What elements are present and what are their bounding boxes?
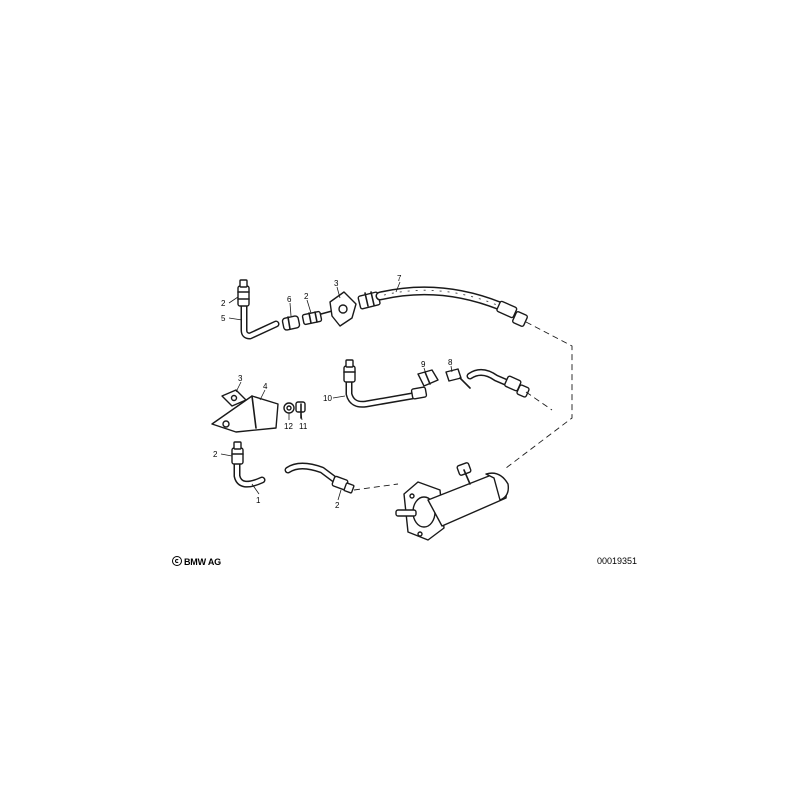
assembly-lines (353, 321, 573, 491)
callout-1: 1 (256, 496, 261, 505)
pipe-10[interactable] (343, 359, 428, 408)
bracket-3-top[interactable] (329, 291, 357, 327)
slave-cylinder[interactable] (395, 462, 510, 541)
copyright-text: BMW AG (184, 557, 221, 567)
pipe-section-right[interactable] (466, 369, 530, 398)
copyright-notice: BMW AG (172, 556, 221, 567)
callout-7: 7 (397, 274, 402, 283)
pipe-1[interactable] (231, 441, 266, 488)
pipe-5[interactable] (240, 302, 280, 340)
union-nut-2-bottom[interactable] (331, 475, 355, 494)
callout-5: 5 (221, 314, 226, 323)
pipe-section-lower[interactable] (284, 462, 342, 486)
callout-2-top-left: 2 (221, 299, 226, 308)
bolt-11[interactable] (295, 401, 306, 419)
callout-4: 4 (263, 382, 268, 391)
union-nut-2-top-left[interactable] (237, 279, 250, 307)
callout-8: 8 (448, 358, 453, 367)
copyright-icon (172, 556, 182, 566)
bracket-3-lower[interactable] (221, 389, 247, 407)
callout-12: 12 (284, 422, 293, 431)
callout-2-bottom: 2 (335, 501, 340, 510)
callout-3-top: 3 (334, 279, 339, 288)
clip-8[interactable] (445, 368, 471, 389)
clip-9[interactable] (417, 369, 439, 387)
callout-11: 11 (299, 422, 308, 431)
callout-9: 9 (421, 360, 426, 369)
callout-2-middle: 2 (304, 292, 309, 301)
callout-10: 10 (323, 394, 332, 403)
hose-7[interactable] (357, 286, 528, 327)
washer-12[interactable] (283, 402, 295, 414)
union-nut-2-middle[interactable] (301, 310, 333, 326)
bracket-plate-4[interactable] (211, 395, 279, 433)
callouts: 2 5 6 2 3 7 9 8 10 3 4 12 11 2 1 2 (213, 274, 453, 510)
callout-6: 6 (287, 295, 292, 304)
callout-3-lower: 3 (238, 374, 243, 383)
image-code: 00019351 (597, 556, 638, 566)
callout-2-bottom-left: 2 (213, 450, 218, 459)
leader-lines (220, 281, 453, 501)
adapter-6[interactable] (281, 315, 301, 331)
